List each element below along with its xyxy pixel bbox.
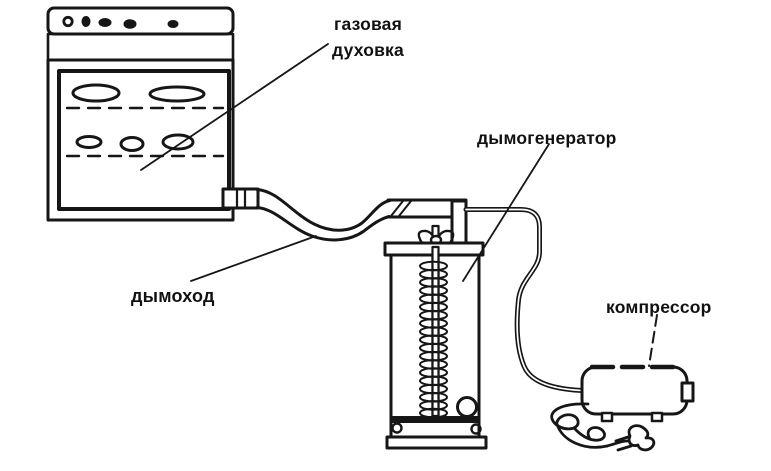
power-plug-icon (614, 424, 656, 452)
food-oval (148, 85, 206, 103)
compressor-foot (650, 411, 664, 423)
oven-knob-icon (62, 15, 74, 28)
air-tube-core (465, 208, 583, 392)
smoke-generator-leader-line (462, 143, 550, 282)
chimney-leader-line (190, 235, 317, 282)
oven-knob-icon (81, 16, 91, 27)
label-compressor: компрессор (606, 297, 712, 317)
oven-knob-icon (98, 18, 112, 27)
food-oval (161, 133, 195, 151)
duct-hatch (390, 200, 404, 217)
oven-control-panel (46, 6, 235, 36)
spiral-coil (419, 260, 448, 419)
power-cord (550, 402, 629, 449)
oven-knob-icon (167, 20, 179, 28)
compressor-foot (600, 411, 614, 423)
compressor-drawing (550, 364, 695, 452)
compressor-body (580, 365, 689, 416)
leader-lines (140, 43, 658, 367)
generator-hole (456, 396, 478, 418)
food-oval (75, 135, 103, 149)
duct-hatch (398, 200, 412, 217)
oven-knob-icon (123, 19, 137, 29)
generator-bolt (470, 423, 482, 435)
chimney-pipe-drawing (255, 188, 468, 246)
oven-body (46, 58, 235, 222)
chimney-pipe-top-edge (255, 188, 392, 232)
gas-oven-drawing (46, 6, 235, 222)
duct-stub (450, 199, 468, 246)
smoke-generator-drawing (383, 224, 488, 450)
air-tube-drawing (463, 207, 585, 393)
chimney-pipe-bottom-edge (255, 206, 391, 242)
generator-bottom-plate (385, 435, 488, 450)
food-oval (71, 83, 121, 103)
gas-oven-leader-line (140, 43, 329, 171)
compressor-fitting (680, 381, 695, 403)
compressor-leader-line (648, 314, 658, 367)
chimney-connector (221, 187, 260, 210)
label-chimney: дымоход (131, 286, 215, 306)
oven-door (57, 69, 231, 211)
chimney-connector-drawing (221, 187, 260, 210)
food-oval (119, 136, 145, 152)
oven-middle-band (46, 32, 235, 62)
label-gas-oven: газовая духовка (332, 14, 404, 60)
label-smoke-generator: дымогенератор (477, 128, 617, 148)
air-tube-outer (463, 207, 585, 393)
generator-rod-inner (431, 245, 440, 418)
generator-grate-band (391, 416, 479, 423)
generator-bolt (391, 422, 403, 434)
